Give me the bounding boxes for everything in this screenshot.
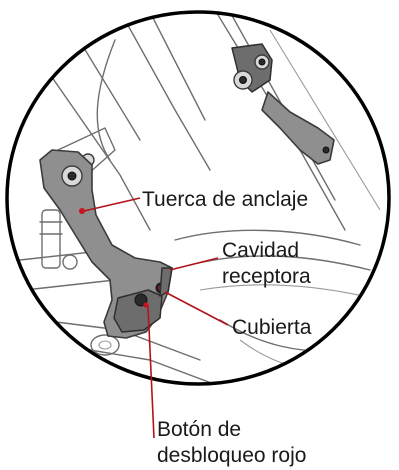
cover-label: Cubierta [232, 316, 312, 339]
upper-latch-part [232, 44, 334, 164]
release-button-label-line1: Botón de [157, 418, 241, 441]
release-button-label-line2: desbloqueo rojo [157, 444, 306, 467]
receiving-cavity-label-line1: Cavidad [222, 239, 299, 262]
receiving-cavity-label-line2: receptora [222, 265, 311, 288]
anchor-nut-label: Tuerca de anclaje [142, 188, 308, 211]
